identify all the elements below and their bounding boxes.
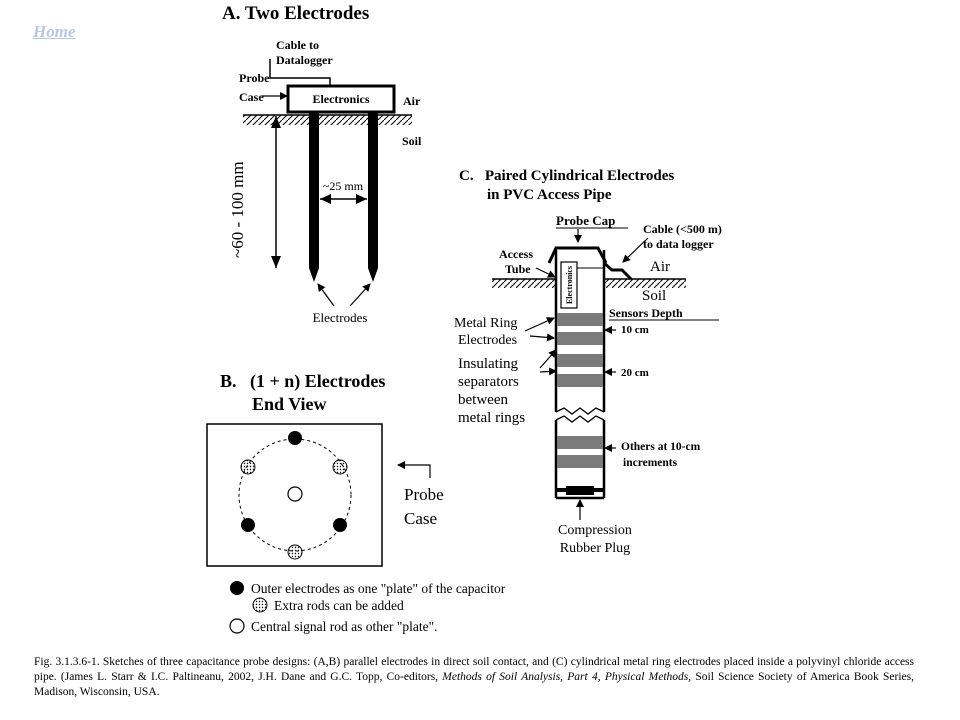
legend-outer-text: Outer electrodes as one "plate" of the c… xyxy=(251,581,506,596)
outer-electrode-left xyxy=(241,518,255,532)
probe-case-arrow xyxy=(397,461,431,478)
probe-case-b-line2: Case xyxy=(404,509,437,528)
panel-c: C. Paired Cylindrical Electrodes in PVC … xyxy=(454,168,722,556)
probe-cap xyxy=(547,246,608,264)
access-tube-line1: Access xyxy=(499,247,533,261)
cable-line xyxy=(269,59,331,86)
panel-b-title-line1: B. (1 + n) Electrodes xyxy=(220,371,385,392)
insulating-pointer-2 xyxy=(539,367,557,376)
electronics-c-box xyxy=(560,261,578,309)
soil-hatch-c-right xyxy=(604,279,686,288)
ring-electrode-1 xyxy=(557,313,603,326)
metal-ring-line2: Electrodes xyxy=(458,333,517,348)
insulating-line2: separators xyxy=(458,374,519,390)
legend-central-icon xyxy=(229,618,245,634)
cable-c-line1: Cable (<500 m) xyxy=(643,222,722,236)
plug-label-line1: Compression xyxy=(558,523,632,538)
probe-cap-label: Probe Cap xyxy=(556,213,615,228)
outer-electrode-right xyxy=(333,518,347,532)
insulating-line3: between xyxy=(458,392,508,408)
depth-arrow-bottom xyxy=(271,256,281,268)
legend-extra-icon xyxy=(252,597,268,613)
metal-ring-pointer-2 xyxy=(529,333,555,342)
access-tube-pointer xyxy=(535,267,556,278)
caption-main: Fig. 3.1.3.6-1. Sketches of three capaci… xyxy=(34,656,914,683)
figure-caption: Fig. 3.1.3.6-1. Sketches of three capaci… xyxy=(34,655,914,700)
probe-case-label-line2: Case xyxy=(239,90,264,104)
depth-10-label: 10 cm xyxy=(621,324,649,336)
extra-rod-left xyxy=(240,459,256,475)
probe-cable xyxy=(603,261,633,281)
soil-c-label: Soil xyxy=(642,288,666,304)
plug-label-line2: Rubber Plug xyxy=(560,541,630,556)
sensors-depth-label: Sensors Depth xyxy=(609,306,683,320)
extra-rod-bottom xyxy=(287,544,303,560)
probe-case-label-line1: Probe xyxy=(239,71,270,85)
ring-electrode-3 xyxy=(557,354,603,367)
electronics-label: Electronics xyxy=(312,92,369,106)
ring-electrode-6 xyxy=(557,455,603,468)
tube-break-lower xyxy=(555,415,605,423)
probe-case-b-line1: Probe xyxy=(404,485,444,504)
electrodes-pointer-right xyxy=(349,283,371,307)
panel-c-title-line2: in PVC Access Pipe xyxy=(487,187,612,203)
panel-c-title-line1: C. Paired Cylindrical Electrodes xyxy=(459,168,674,184)
electrode-right xyxy=(368,112,378,282)
electrodes-pointer-left xyxy=(317,283,335,307)
tube-break-upper xyxy=(555,407,605,415)
panel-b-title-line2: End View xyxy=(252,394,327,414)
cable-label-line1: Cable to xyxy=(276,38,319,52)
outer-electrode-top xyxy=(288,431,302,445)
insulating-line1: Insulating xyxy=(458,356,518,372)
cable-c-line2: to data logger xyxy=(643,237,714,251)
electrodes-label: Electrodes xyxy=(313,310,368,325)
depth-label: ~60 - 100 mm xyxy=(228,161,247,258)
ring-electrode-2 xyxy=(557,332,603,345)
access-tube-line2: Tube xyxy=(505,262,531,276)
air-label: Air xyxy=(403,94,421,108)
legend-outer-icon xyxy=(230,581,244,595)
caption-book-title: Methods of Soil Analysis, Part 4, Physic… xyxy=(442,671,692,683)
capacitance-probe-figure: A. Two Electrodes Cable to Datalogger Pr… xyxy=(206,3,722,634)
home-link[interactable]: Home xyxy=(33,22,76,41)
electrode-left xyxy=(309,112,319,282)
legend-central-text: Central signal rod as other "plate". xyxy=(251,619,437,634)
caption-tail: Soil Science Society of America Book Ser… xyxy=(34,671,914,698)
metal-ring-pointer-1 xyxy=(524,317,555,332)
air-c-label: Air xyxy=(650,259,670,275)
depth-20-label: 20 cm xyxy=(621,367,649,379)
electronics-box xyxy=(286,84,396,114)
insulating-pointer-1 xyxy=(539,349,557,369)
extra-rod-right xyxy=(332,459,348,475)
electronics-c-label: Electronics xyxy=(565,266,574,304)
rubber-plug-flange xyxy=(557,488,603,492)
spacing-arrow-left xyxy=(320,194,331,204)
ring-electrode-4 xyxy=(557,374,603,387)
spacing-arrow-right xyxy=(356,194,367,204)
cable-c-pointer xyxy=(622,237,649,263)
cable-label-line2: Datalogger xyxy=(276,53,333,67)
depth-arrow-top xyxy=(271,116,281,128)
dashed-ring xyxy=(238,438,352,552)
ring-electrode-5 xyxy=(557,436,603,449)
insulating-line4: metal rings xyxy=(458,410,525,426)
soil-hatch xyxy=(243,115,412,125)
panel-b: B. (1 + n) Electrodes End View Probe Cas… xyxy=(206,371,506,634)
spacing-label: ~25 mm xyxy=(323,179,364,193)
soil-hatch-c-left xyxy=(492,279,556,288)
metal-ring-line1: Metal Ring xyxy=(454,316,517,331)
panel-a: A. Two Electrodes Cable to Datalogger Pr… xyxy=(222,3,422,325)
legend-extra-text: Extra rods can be added xyxy=(274,598,404,613)
panel-a-title: A. Two Electrodes xyxy=(222,3,369,24)
others-line2: increments xyxy=(623,457,678,469)
others-line1: Others at 10-cm xyxy=(621,441,701,453)
central-signal-rod xyxy=(287,486,303,502)
soil-label: Soil xyxy=(402,134,422,148)
